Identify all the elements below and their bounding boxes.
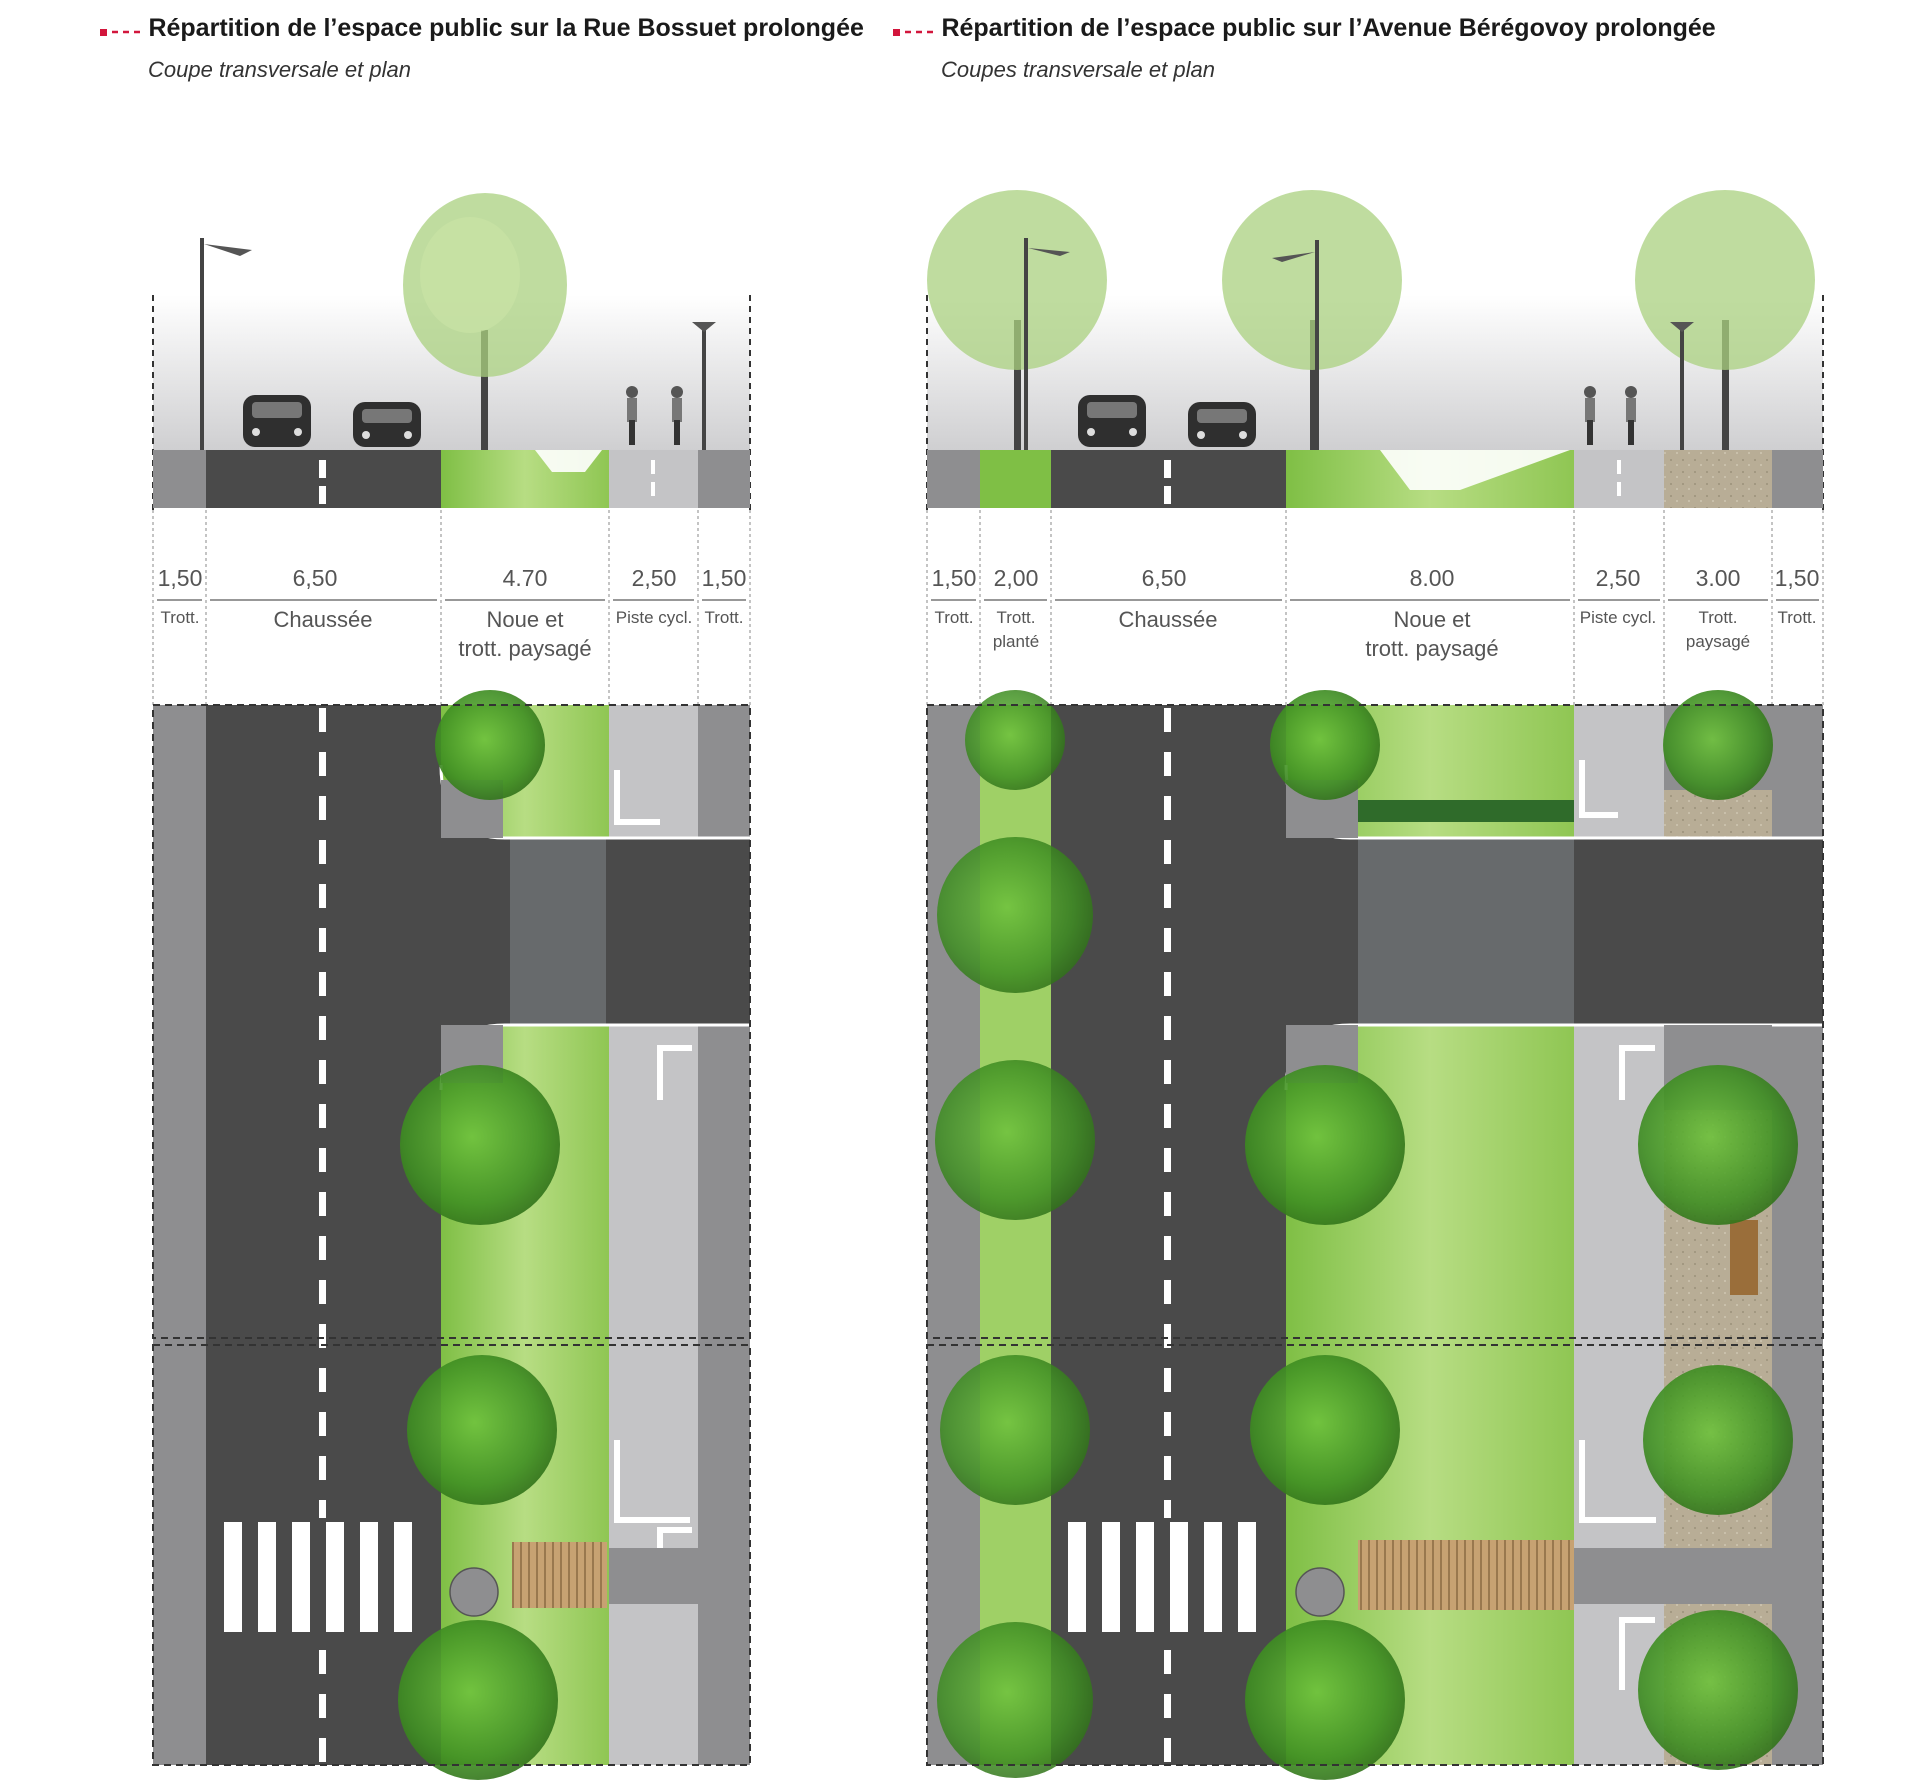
dim-label: Trott. <box>160 608 199 627</box>
street-lamp-icon <box>692 322 716 450</box>
tree-canopy <box>1245 1620 1405 1780</box>
car-icon <box>353 402 421 447</box>
tree-canopy <box>965 690 1065 790</box>
right-cross-section <box>926 190 1824 510</box>
car-icon <box>1188 402 1256 447</box>
bike-strip <box>609 450 698 508</box>
dim-label: Trott. <box>1698 608 1737 627</box>
dim-label: Trott. <box>704 608 743 627</box>
swale-dip <box>535 450 602 472</box>
dim-width: 1,50 <box>158 565 203 591</box>
tree-canopy <box>937 1622 1093 1778</box>
dim-label: Trott. <box>996 608 1035 627</box>
tree-canopy <box>435 690 545 800</box>
tree-canopy <box>1245 1065 1405 1225</box>
dashed-marker-icon <box>100 24 144 36</box>
dim-width: 6,50 <box>293 565 338 591</box>
car-icon <box>243 395 311 447</box>
street-lamp-icon <box>1024 238 1070 450</box>
cyclist-icon <box>626 386 638 445</box>
tree-canopy <box>1663 690 1773 800</box>
left-subtitle: Coupe transversale et plan <box>148 57 411 82</box>
tree-canopy <box>937 837 1093 993</box>
tree-canopy <box>400 1065 560 1225</box>
tree-canopy <box>1270 690 1380 800</box>
left-dimensions: 1,50 Trott. 6,50 Chaussée 4.70 Noue et t… <box>152 510 751 705</box>
dim-label: planté <box>993 632 1039 651</box>
cyclist-icon <box>1625 386 1637 445</box>
right-plan-view <box>926 690 1824 1780</box>
dim-width: 3.00 <box>1696 565 1741 591</box>
dashed-marker-icon <box>893 24 937 36</box>
tree-canopy <box>935 1060 1095 1220</box>
right-subtitle: Coupes transversale et plan <box>941 57 1215 82</box>
sidewalk-strip <box>153 450 206 508</box>
right-title: Répartition de l’espace public sur l’Ave… <box>941 14 1716 42</box>
dim-width: 6,50 <box>1142 565 1187 591</box>
street-lamp-icon <box>1670 322 1694 450</box>
boardwalk-edge <box>1358 800 1574 822</box>
tree-canopy <box>407 1355 557 1505</box>
cyclist-icon <box>671 386 683 445</box>
dim-label: Piste cycl. <box>616 608 693 627</box>
left-header: Répartition de l’espace public sur la Ru… <box>100 14 864 83</box>
dim-width: 2,50 <box>1596 565 1641 591</box>
car-icon <box>1078 395 1146 447</box>
raised-crossing <box>1358 838 1574 1025</box>
tree-icon <box>1222 190 1402 450</box>
dim-width: 1,50 <box>702 565 747 591</box>
dim-label: paysagé <box>1686 632 1750 651</box>
dim-width: 1,50 <box>932 565 977 591</box>
tree-canopy <box>1638 1065 1798 1225</box>
sidewalk-strip <box>698 450 750 508</box>
dim-label: trott. paysagé <box>1365 636 1498 661</box>
dim-label: Trott. <box>1777 608 1816 627</box>
dim-width: 1,50 <box>1775 565 1820 591</box>
centre-line <box>1164 708 1171 1762</box>
dim-width: 2,00 <box>994 565 1039 591</box>
dim-label: trott. paysagé <box>458 636 591 661</box>
boardwalk <box>512 1542 607 1608</box>
tree-canopy <box>940 1355 1090 1505</box>
dim-label: Chaussée <box>1118 607 1217 632</box>
left-cross-section <box>152 193 751 510</box>
raised-crossing <box>510 838 606 1025</box>
tree-canopy <box>1643 1365 1793 1515</box>
right-dimensions: 1,50 Trott. 2,00 Trott. planté 6,50 Chau… <box>926 510 1824 705</box>
dim-label: Trott. <box>934 608 973 627</box>
tree-canopy <box>398 1620 558 1780</box>
crosswalk <box>1068 1522 1256 1632</box>
tree-canopy <box>1638 1610 1798 1770</box>
dim-label: Noue et <box>1393 607 1470 632</box>
right-header: Répartition de l’espace public sur l’Ave… <box>893 14 1716 83</box>
street-lamp-icon <box>200 238 252 450</box>
tree-icon <box>403 193 567 450</box>
street-lamp-icon <box>1272 240 1319 450</box>
dim-width: 8.00 <box>1410 565 1455 591</box>
crosswalk <box>224 1522 412 1632</box>
dim-width: 4.70 <box>503 565 548 591</box>
tree-canopy <box>1250 1355 1400 1505</box>
dim-label: Chaussée <box>273 607 372 632</box>
centre-line <box>319 708 326 1762</box>
dim-label: Piste cycl. <box>1580 608 1657 627</box>
boardwalk <box>1358 1540 1574 1610</box>
left-title: Répartition de l’espace public sur la Ru… <box>148 14 864 42</box>
tree-icon <box>927 190 1107 450</box>
dim-width: 2,50 <box>632 565 677 591</box>
bench <box>1730 1220 1758 1295</box>
cyclist-icon <box>1584 386 1596 445</box>
dim-label: Noue et <box>486 607 563 632</box>
left-plan-view <box>152 690 751 1780</box>
